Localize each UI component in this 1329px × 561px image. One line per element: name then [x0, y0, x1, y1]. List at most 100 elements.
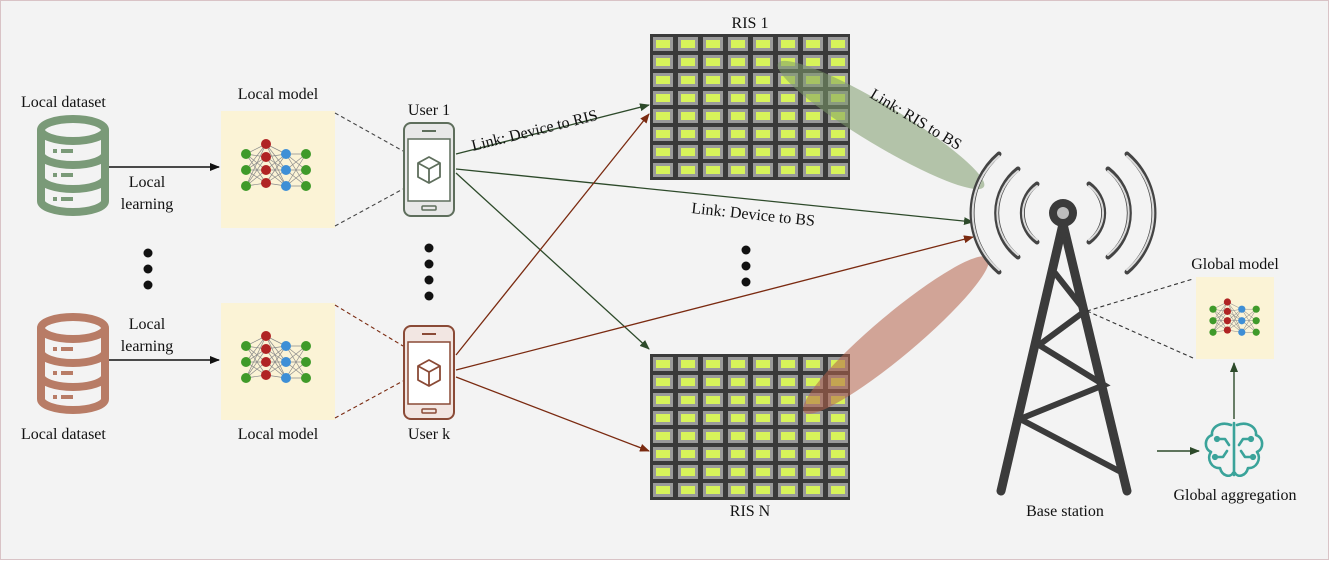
- ris-element-cell: [831, 486, 845, 494]
- ris-element-cell: [756, 94, 770, 102]
- ris-element-cell: [806, 130, 820, 138]
- ris-element-cell: [831, 58, 845, 66]
- ris-element-cell: [706, 130, 720, 138]
- ris-element-cell: [756, 414, 770, 422]
- ris-n-label: RIS N: [730, 503, 771, 520]
- ris-element-cell: [656, 166, 670, 174]
- local-learning-label: learning: [121, 196, 173, 213]
- link-device-ris: [455, 113, 650, 356]
- ris-element-cell: [681, 396, 695, 404]
- ris-element-cell: [656, 486, 670, 494]
- ris-element-cell: [756, 166, 770, 174]
- ris-element-cell: [706, 112, 720, 120]
- ris-element-cell: [656, 468, 670, 476]
- ris-element-cell: [731, 360, 745, 368]
- ris-element-cell: [781, 432, 795, 440]
- ris-element-cell: [756, 396, 770, 404]
- ris-element-cell: [831, 166, 845, 174]
- ris-element-cell: [656, 94, 670, 102]
- ris-element-cell: [681, 468, 695, 476]
- ris-element-cell: [756, 468, 770, 476]
- ris-element-cell: [806, 58, 820, 66]
- ris-element-cell: [781, 94, 795, 102]
- link-device-bs: [455, 168, 974, 226]
- ris-element-cell: [781, 360, 795, 368]
- vertical-ellipsis-icon: [424, 243, 434, 301]
- ris-element-cell: [781, 378, 795, 386]
- ris-element-cell: [806, 166, 820, 174]
- base-station-label: Base station: [1026, 503, 1104, 520]
- ris-element-cell: [756, 360, 770, 368]
- ris-element-cell: [656, 378, 670, 386]
- ris-element-cell: [731, 378, 745, 386]
- ris-element-cell: [731, 396, 745, 404]
- ris-element-cell: [706, 450, 720, 458]
- ris-element-cell: [706, 396, 720, 404]
- ris-element-cell: [681, 432, 695, 440]
- local-dataset-label: Local dataset: [21, 94, 106, 111]
- base-station-tower-icon: [969, 151, 1157, 496]
- ris-element-cell: [731, 166, 745, 174]
- ris-element-cell: [806, 148, 820, 156]
- ris-element-cell: [706, 468, 720, 476]
- user-1-label: User 1: [408, 102, 450, 119]
- ris-element-cell: [656, 58, 670, 66]
- ris-bs-beam: [803, 256, 989, 414]
- ris-element-cell: [806, 414, 820, 422]
- ris-element-cell: [706, 40, 720, 48]
- ris-element-cell: [781, 414, 795, 422]
- ris-element-cell: [806, 486, 820, 494]
- ris-element-cell: [706, 148, 720, 156]
- ris-element-cell: [781, 40, 795, 48]
- ris-element-cell: [656, 414, 670, 422]
- ris-element-cell: [731, 148, 745, 156]
- global-aggregation-label: Global aggregation: [1173, 487, 1296, 504]
- ris-element-cell: [756, 148, 770, 156]
- local-dataset-label: Local dataset: [21, 426, 106, 443]
- database-icon: [37, 115, 109, 216]
- ris-element-cell: [731, 40, 745, 48]
- ris-element-cell: [656, 360, 670, 368]
- local-learning-label: learning: [121, 338, 173, 355]
- ris-element-cell: [656, 432, 670, 440]
- ris-element-cell: [681, 40, 695, 48]
- ris-element-cell: [681, 414, 695, 422]
- ris-element-cell: [756, 432, 770, 440]
- ris-element-cell: [656, 112, 670, 120]
- ris-element-cell: [806, 468, 820, 476]
- ris-element-cell: [756, 58, 770, 66]
- user-k-label: User k: [408, 426, 450, 443]
- ris-element-cell: [756, 130, 770, 138]
- local-model-label: Local model: [238, 86, 319, 103]
- ris-element-cell: [731, 432, 745, 440]
- vertical-ellipsis-icon: [143, 248, 153, 290]
- link-device-ris-label: Link: Device to RIS: [470, 107, 600, 155]
- cube-icon: [417, 359, 441, 387]
- ris-element-cell: [706, 166, 720, 174]
- ris-1-label: RIS 1: [732, 15, 769, 32]
- ris-element-cell: [681, 378, 695, 386]
- ris-element-cell: [681, 360, 695, 368]
- ris-element-cell: [831, 130, 845, 138]
- ris-element-cell: [806, 360, 820, 368]
- ris-element-cell: [706, 58, 720, 66]
- model-user-connector: [334, 112, 404, 419]
- ris-element-cell: [706, 360, 720, 368]
- ris-element-cell: [731, 468, 745, 476]
- ris-element-cell: [806, 40, 820, 48]
- ris-element-cell: [681, 486, 695, 494]
- ris-element-cell: [706, 378, 720, 386]
- database-icon: [37, 313, 109, 414]
- ris-element-cell: [781, 486, 795, 494]
- ris-element-cell: [831, 40, 845, 48]
- ris-element-cell: [781, 130, 795, 138]
- ris-element-cell: [656, 76, 670, 84]
- ris-element-cell: [756, 378, 770, 386]
- ris-element-cell: [681, 94, 695, 102]
- ris-element-cell: [681, 58, 695, 66]
- ris-element-cell: [731, 414, 745, 422]
- ris-element-cell: [681, 148, 695, 156]
- ris-element-cell: [656, 148, 670, 156]
- local-learning-label: Local: [129, 174, 166, 191]
